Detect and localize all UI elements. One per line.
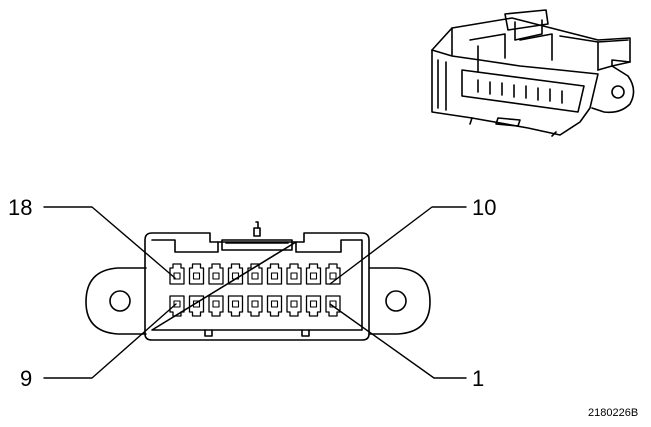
terminal-cavity xyxy=(208,295,224,317)
mounting-ear-left xyxy=(85,267,147,335)
leader-pin-10 xyxy=(329,206,467,285)
terminal-cavity xyxy=(227,263,244,285)
terminal-contact xyxy=(173,300,181,308)
terminal-contact xyxy=(270,272,279,280)
pin-label-9: 9 xyxy=(20,366,32,391)
connector-latch xyxy=(221,239,293,251)
terminal-cavity xyxy=(188,263,205,285)
leader-pin-1 xyxy=(329,303,467,379)
terminal-cavity xyxy=(188,295,205,317)
terminal-cavity xyxy=(266,295,283,317)
pin-label-18: 18 xyxy=(8,195,32,220)
terminal-row-bottom xyxy=(169,295,341,317)
connector-perspective-view xyxy=(431,9,635,137)
connector-front-view xyxy=(85,221,431,341)
terminal-cavity xyxy=(325,295,341,317)
terminal-cavity xyxy=(169,263,185,285)
terminal-cavity xyxy=(208,263,224,285)
terminal-cavity xyxy=(266,263,283,285)
terminal-cavity xyxy=(305,263,322,285)
pin-label-1: 1 xyxy=(472,366,484,391)
terminal-cavity xyxy=(169,295,185,317)
terminal-cavity xyxy=(286,263,302,285)
mounting-ear-right xyxy=(369,267,431,335)
pin-label-10: 10 xyxy=(472,195,496,220)
terminal-contact xyxy=(231,300,240,308)
terminal-contact xyxy=(309,272,318,280)
terminal-row-top xyxy=(169,263,341,285)
leader-lines xyxy=(43,206,467,379)
mounting-hole-right xyxy=(385,290,407,312)
terminal-contact xyxy=(251,272,259,280)
terminal-cavity xyxy=(227,295,244,317)
mounting-hole-left xyxy=(109,290,131,312)
connector-shroud xyxy=(144,232,370,341)
figure-reference: 2180226B xyxy=(588,407,638,419)
leader-pin-18 xyxy=(43,206,176,279)
terminal-cavity xyxy=(305,295,322,317)
terminal-contact xyxy=(212,300,220,308)
terminal-contact xyxy=(290,272,298,280)
terminal-contact xyxy=(329,272,337,280)
leader-pin-9 xyxy=(43,303,177,379)
terminal-contact xyxy=(270,300,279,308)
terminal-contact xyxy=(290,300,298,308)
terminal-contact xyxy=(192,272,201,280)
terminal-contact xyxy=(309,300,318,308)
terminal-contact xyxy=(212,272,220,280)
terminal-cavity xyxy=(247,295,263,317)
terminal-contact xyxy=(251,300,259,308)
terminal-contact xyxy=(192,300,201,308)
terminal-contact xyxy=(231,272,240,280)
terminal-cavity xyxy=(247,263,263,285)
terminal-contact xyxy=(173,272,181,280)
terminal-cavity xyxy=(286,295,302,317)
